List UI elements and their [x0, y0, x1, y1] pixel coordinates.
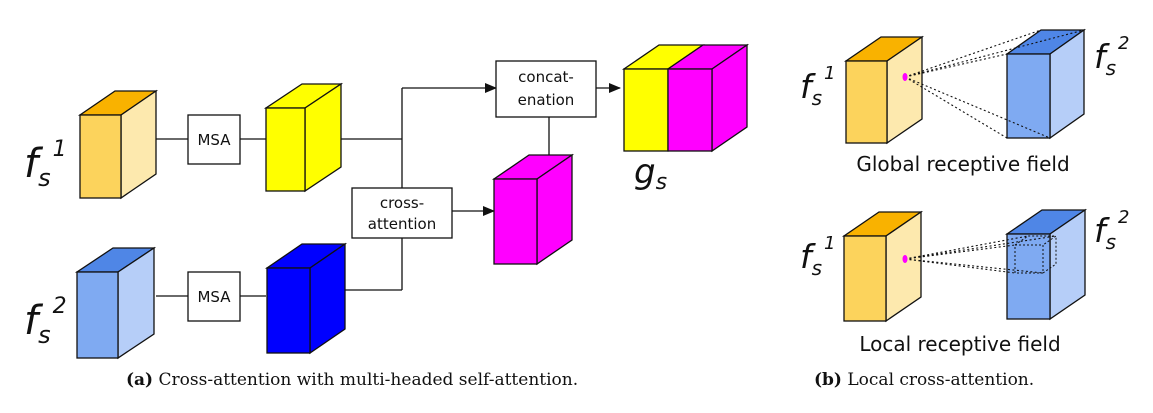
- global-label-fs1: fs1: [800, 63, 836, 110]
- cross-attention-output-cube: [491, 153, 575, 266]
- global-query-point: [902, 73, 908, 81]
- label-fs2: fs2: [24, 294, 67, 349]
- msa-label-top: MSA: [197, 131, 231, 149]
- caption-a-tag: (a): [126, 370, 154, 390]
- msa-output-cube-bottom: [264, 242, 348, 355]
- caption-a-text: Cross-attention with multi-headed self-a…: [158, 370, 579, 390]
- label-fs1: fs1: [24, 137, 67, 192]
- label-gs: gs: [634, 152, 667, 195]
- cross-attention-box: [351, 187, 453, 239]
- input-cube-fs1: [77, 89, 159, 200]
- global-label-fs2: fs2: [1094, 33, 1130, 80]
- concatenation-box: [495, 60, 597, 118]
- msa-box-top: [187, 114, 241, 165]
- local-right-cube: [1004, 208, 1088, 321]
- caption-b-text: Local cross-attention.: [847, 370, 1035, 390]
- caption-panel-b: (b) Local cross-attention.: [814, 370, 1034, 390]
- global-receptive-rays: [904, 29, 1085, 139]
- global-right-cube: [1004, 28, 1087, 140]
- connector-lines: [156, 88, 550, 297]
- msa-box-bottom: [187, 271, 241, 322]
- global-receptive-field-label: Global receptive field: [856, 152, 1069, 176]
- msa-label-bottom: MSA: [197, 288, 231, 306]
- concatenation-line1: concat-: [518, 68, 574, 86]
- local-left-cube: [841, 210, 924, 323]
- local-query-point: [902, 255, 908, 263]
- caption-b-tag: (b): [814, 370, 842, 390]
- caption-panel-a: (a) Cross-attention with multi-headed se…: [126, 370, 578, 390]
- local-window-box: [1014, 235, 1058, 274]
- cross-attention-line2: attention: [368, 215, 436, 233]
- global-left-cube: [843, 35, 925, 145]
- concatenation-line2: enation: [518, 91, 575, 109]
- local-receptive-rays: [904, 235, 1057, 274]
- local-receptive-field-label: Local receptive field: [859, 332, 1060, 356]
- msa-output-cube-top: [263, 82, 344, 193]
- local-label-fs2: fs2: [1094, 207, 1130, 254]
- cross-attention-line1: cross-: [380, 194, 424, 212]
- local-label-fs1: fs1: [800, 233, 836, 280]
- output-cube-gs: [621, 43, 750, 153]
- input-cube-fs2: [74, 246, 157, 360]
